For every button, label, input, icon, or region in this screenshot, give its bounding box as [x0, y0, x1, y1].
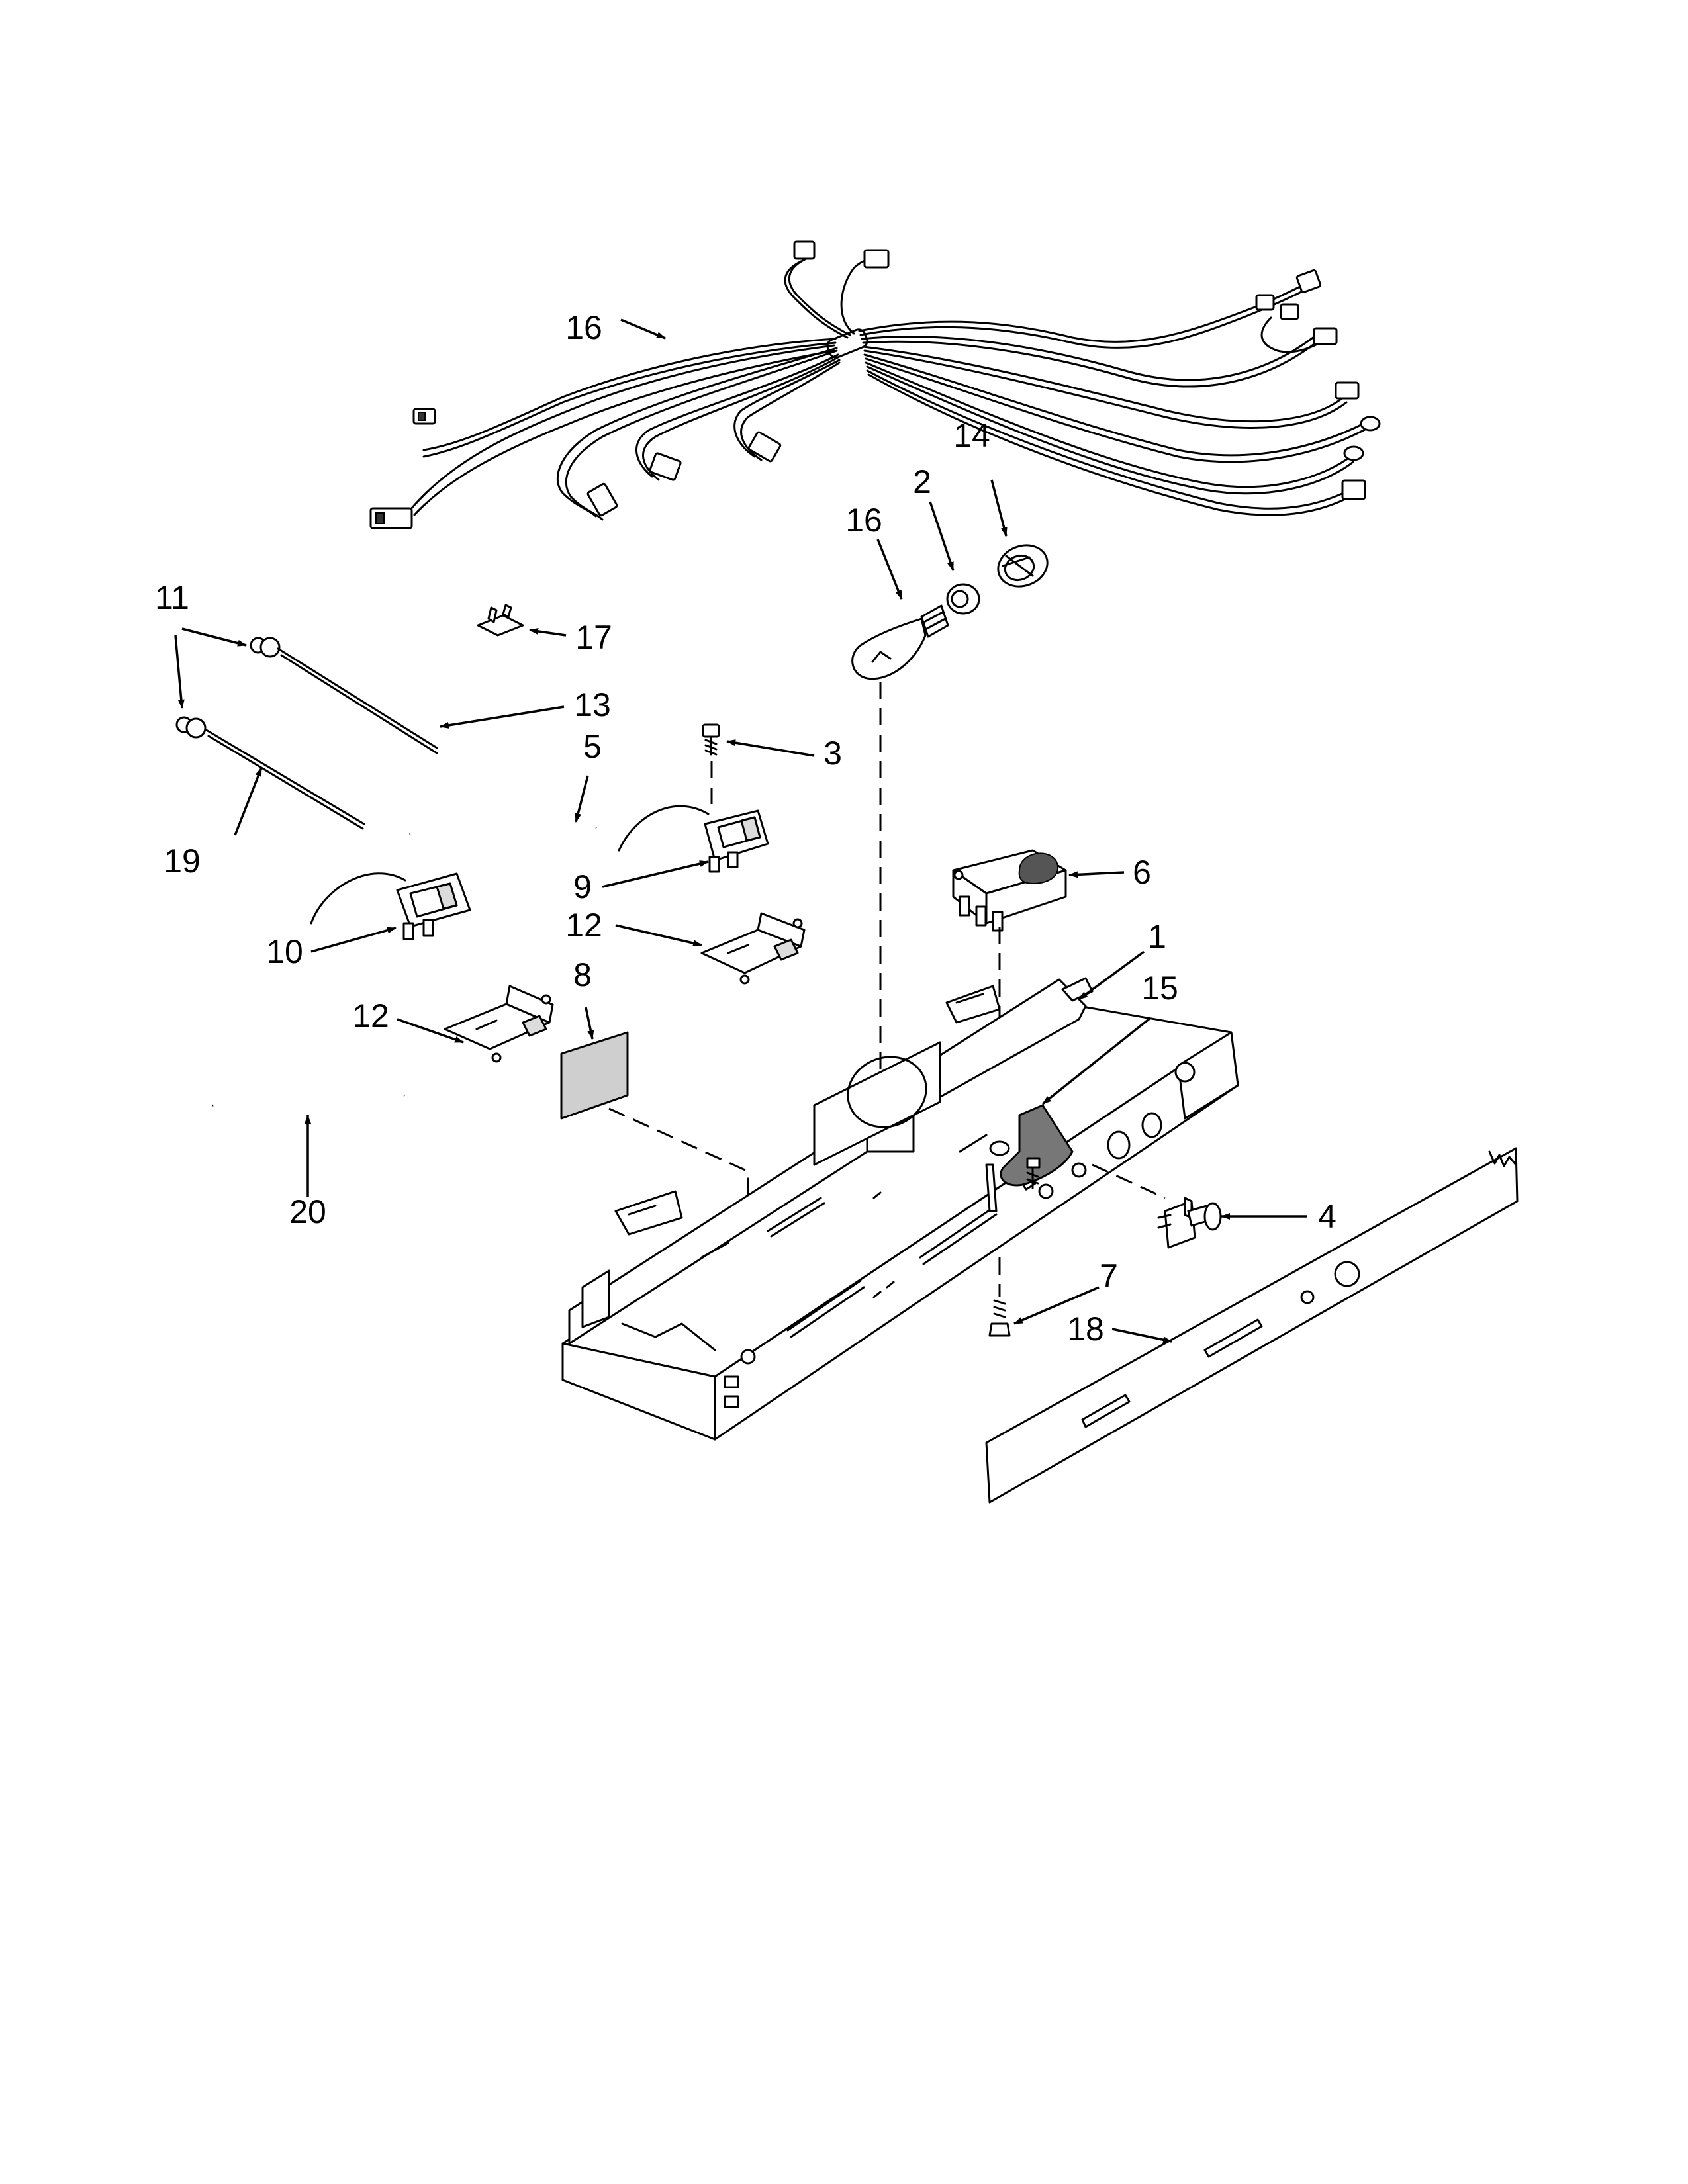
control-housing	[561, 977, 1239, 1441]
callout-20: 20	[289, 1193, 326, 1230]
callout-6: 6	[1133, 854, 1151, 891]
harness-connector	[793, 240, 816, 260]
damper-bracket	[989, 1104, 1074, 1189]
callout-2: 2	[913, 463, 931, 500]
callout-10: 10	[266, 933, 303, 970]
screw-bottom	[988, 1257, 1011, 1337]
callout-9: 9	[573, 868, 592, 905]
callout-8: 8	[573, 956, 592, 993]
harness-connector	[412, 408, 436, 425]
callout-leaders	[174, 318, 1307, 1343]
harness-connector	[1360, 416, 1381, 432]
callout-13: 13	[574, 686, 611, 723]
screw-top	[702, 723, 720, 756]
callout-12-lower: 12	[352, 997, 389, 1034]
callout-18: 18	[1067, 1310, 1104, 1347]
lamp-socket	[997, 544, 1049, 588]
door-switch-lower	[310, 872, 471, 940]
socket-ring	[946, 583, 980, 615]
harness-connector	[1343, 445, 1364, 461]
capillary-rod-lower	[175, 716, 365, 830]
callout-17: 17	[575, 619, 612, 656]
control-timer	[952, 849, 1067, 932]
callout-labels: 16 16 2 14 11 17 13 3 5 19 9 10 12 6 1 1…	[155, 309, 1336, 1347]
harness-connector	[1280, 303, 1299, 320]
callout-19: 19	[164, 842, 201, 880]
harness-connector	[1335, 381, 1360, 400]
capillary-rod-upper	[250, 637, 438, 754]
harness-connector	[1295, 269, 1322, 294]
harness-connector	[1255, 294, 1275, 311]
callout-7: 7	[1100, 1257, 1118, 1295]
callout-1: 1	[1148, 918, 1166, 955]
switch-bracket-upper	[700, 912, 806, 985]
tube-upper	[409, 812, 597, 837]
harness-connector	[1313, 327, 1338, 345]
callout-11: 11	[155, 579, 189, 616]
tube-lower	[212, 1083, 405, 1108]
callout-3: 3	[823, 735, 842, 772]
thermostat-knob	[1092, 1163, 1222, 1249]
callout-15: 15	[1141, 970, 1178, 1007]
callout-4: 4	[1318, 1198, 1336, 1235]
callout-14: 14	[953, 417, 990, 454]
front-panel	[985, 1147, 1519, 1504]
callout-12-upper: 12	[565, 907, 602, 944]
callout-5: 5	[583, 728, 602, 765]
door-switch-upper	[618, 805, 769, 873]
harness-connector	[369, 507, 413, 529]
harness-connector	[747, 431, 782, 463]
harness-connector	[586, 482, 618, 517]
callout-16-harness: 16	[565, 309, 602, 346]
switch-bracket-lower	[444, 985, 554, 1063]
harness-connector	[863, 249, 890, 269]
label-pad	[560, 1031, 629, 1120]
light-bulb	[851, 604, 949, 680]
wire-clip	[477, 604, 524, 637]
harness-connector	[649, 452, 682, 481]
harness-connector	[1341, 479, 1366, 500]
wire-harness	[369, 240, 1381, 529]
callout-16-bulb: 16	[845, 502, 882, 539]
